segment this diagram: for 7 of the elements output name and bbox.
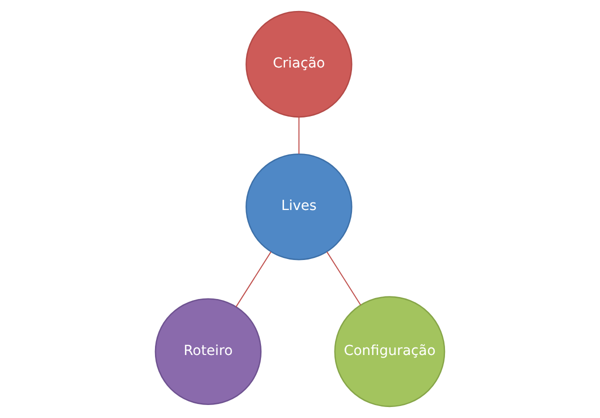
connector	[236, 252, 272, 308]
connector	[326, 252, 361, 306]
connector	[298, 117, 300, 154]
node-circle: Configuração	[334, 296, 446, 408]
node-circle: Roteiro	[154, 298, 262, 405]
node-circle: Lives	[246, 154, 352, 260]
node-circle: Criação	[246, 10, 352, 118]
